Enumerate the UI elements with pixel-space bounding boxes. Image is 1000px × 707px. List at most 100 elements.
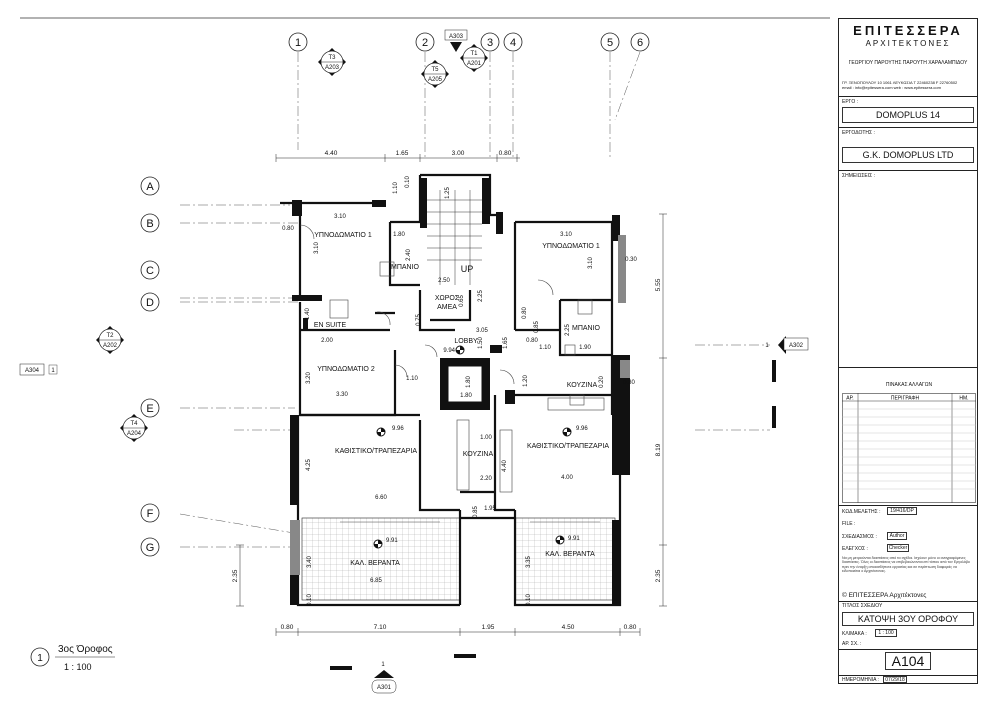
grid-row-bubbles: A B C D E F G <box>140 176 160 557</box>
svg-text:T2: T2 <box>106 333 114 339</box>
svg-text:A203: A203 <box>325 65 340 71</box>
svg-text:2.40: 2.40 <box>406 249 412 261</box>
study-code: 19/416/DP <box>887 507 917 515</box>
sheet-number: A104 <box>885 652 931 670</box>
svg-text:G: G <box>146 542 155 554</box>
level-marker: 9.91 <box>555 535 580 545</box>
svg-text:2: 2 <box>422 37 428 49</box>
svg-text:2.25: 2.25 <box>565 324 571 336</box>
room-label: ΧΩΡΟΣ <box>435 295 460 302</box>
elevator-shaft <box>447 365 483 403</box>
firm-partners: ΓΕΩΡΓΙΟΥ ΠΑΡΟΥΤΗΣ ΠΑΡΟΥΤΗ ΧΑΡΑΛΑΜΠΙΔΟΥ <box>848 60 968 66</box>
svg-text:1 : 100: 1 : 100 <box>64 662 92 672</box>
room-label: EN SUITE <box>314 322 347 329</box>
date-label: ΗΜΕΡΟΜΗΝΙΑ : <box>842 677 879 683</box>
room-label: LOBBY <box>454 338 478 345</box>
svg-text:3.10: 3.10 <box>560 232 572 238</box>
checker-name: Checker <box>887 544 909 552</box>
svg-text:1.20: 1.20 <box>523 375 529 387</box>
svg-text:T3: T3 <box>328 55 336 61</box>
svg-text:A205: A205 <box>428 77 443 83</box>
grid-bubble-C: C <box>140 260 160 280</box>
project-name: DOMOPLUS 14 <box>842 107 974 123</box>
section-cut-bars <box>330 360 776 670</box>
designer-name: Author <box>887 532 907 540</box>
room-label: ΚΟΥΖΙΝΑ <box>567 382 598 389</box>
svg-text:1: 1 <box>381 662 385 668</box>
svg-text:A202: A202 <box>103 343 118 349</box>
svg-text:0.80: 0.80 <box>624 624 637 631</box>
grey-walls <box>290 235 630 575</box>
grid-bubble-G: G <box>140 537 160 557</box>
room-label: ΚΑΛ. ΒΕΡΑΝΤΑ <box>545 551 595 558</box>
svg-text:A204: A204 <box>127 431 142 437</box>
svg-text:3.30: 3.30 <box>336 392 348 398</box>
svg-text:0.80: 0.80 <box>526 338 538 344</box>
scale-value: 1 : 100 <box>875 629 897 637</box>
title-block: ΕΠΙΤΕΣΣΕΡΑ ΑΡΧΙΤΕΚΤΟΝΕΣ ΓΕΩΡΓΙΟΥ ΠΑΡΟΥΤΗ… <box>838 18 978 684</box>
svg-text:T1: T1 <box>470 51 478 57</box>
svg-text:8.19: 8.19 <box>655 443 662 456</box>
designer-label: ΣΧΕΔΙΑΣΜΟΣ : <box>842 534 877 540</box>
svg-text:C: C <box>146 265 154 277</box>
firm-name: ΕΠΙΤΕΣΣΕΡΑ <box>853 23 963 38</box>
svg-text:3.00: 3.00 <box>452 150 465 157</box>
svg-text:4.00: 4.00 <box>561 475 573 481</box>
svg-text:A301: A301 <box>377 685 392 691</box>
svg-text:3: 3 <box>487 37 493 49</box>
room-label: ΜΠΑΝΙΟ <box>391 264 420 271</box>
svg-text:0.30: 0.30 <box>625 257 637 263</box>
level-marker: 9.94 <box>443 345 465 355</box>
svg-text:1: 1 <box>765 343 769 349</box>
svg-text:9.94: 9.94 <box>443 348 455 354</box>
svg-text:0.65: 0.65 <box>459 295 465 307</box>
svg-text:3.35: 3.35 <box>526 556 532 568</box>
rev-col-no: ΑΡ. <box>846 396 853 402</box>
svg-text:1.00: 1.00 <box>480 435 492 441</box>
grid-bubble-E: E <box>140 398 160 418</box>
grid-bubble-1: 1 <box>288 32 308 52</box>
svg-text:9.96: 9.96 <box>392 426 404 432</box>
svg-text:0.80: 0.80 <box>499 150 512 157</box>
svg-text:2.25: 2.25 <box>478 290 484 302</box>
room-label: ΥΠΝΟΔΩΜΑΤΙΟ 1 <box>314 232 372 239</box>
level-markers: 9.96 9.94 9.96 9.91 9.91 <box>373 345 588 549</box>
room-label: UP <box>461 264 474 274</box>
copyright: © ΕΠΙΤΕΣΣΕΡΑ Αρχιτέκτονες <box>842 592 927 599</box>
svg-text:9.91: 9.91 <box>386 538 398 544</box>
client-name: G.K. DOMOPLUS LTD <box>842 147 974 163</box>
svg-text:5.55: 5.55 <box>655 278 662 291</box>
svg-text:1.65: 1.65 <box>396 150 409 157</box>
sheet-no-label: ΑΡ. ΣΧ. : <box>842 641 862 647</box>
grid-bubble-F: F <box>140 503 160 523</box>
date-value: 07/29/18 <box>883 676 907 683</box>
svg-text:1.80: 1.80 <box>460 393 472 399</box>
svg-text:2.35: 2.35 <box>232 569 239 582</box>
section-marker-a301: 1 A301 <box>371 662 397 694</box>
section-marker-a304: A304 1 <box>19 363 58 376</box>
svg-text:2.35: 2.35 <box>655 569 662 582</box>
rev-col-desc: ΠΕΡΙΓΡΑΦΗ <box>891 396 920 402</box>
grid-column-bubbles: 1 2 3 4 5 6 <box>288 32 650 52</box>
svg-text:1.10: 1.10 <box>393 182 399 194</box>
svg-text:6.60: 6.60 <box>375 495 387 501</box>
svg-text:1.90: 1.90 <box>579 345 591 351</box>
rev-col-date: ΗΜ. <box>959 396 968 402</box>
svg-text:0.85: 0.85 <box>534 321 540 333</box>
svg-text:0.80: 0.80 <box>623 380 635 386</box>
room-label: ΑΜΕΑ <box>437 304 457 311</box>
file-label: FILE : <box>842 521 856 527</box>
checker-label: ΕΛΕΓΧΟΣ : <box>842 546 868 552</box>
svg-text:2.20: 2.20 <box>480 476 492 482</box>
svg-text:A303: A303 <box>449 34 464 40</box>
svg-text:3.10: 3.10 <box>334 214 346 220</box>
level-marker: 9.96 <box>376 426 404 437</box>
level-marker: 9.96 <box>562 426 588 437</box>
svg-text:1: 1 <box>295 37 301 49</box>
svg-text:3.20: 3.20 <box>306 372 312 384</box>
project-label: ΕΡΓΟ : <box>842 99 859 105</box>
svg-text:4.25: 4.25 <box>306 459 312 471</box>
svg-text:4.50: 4.50 <box>562 624 575 631</box>
